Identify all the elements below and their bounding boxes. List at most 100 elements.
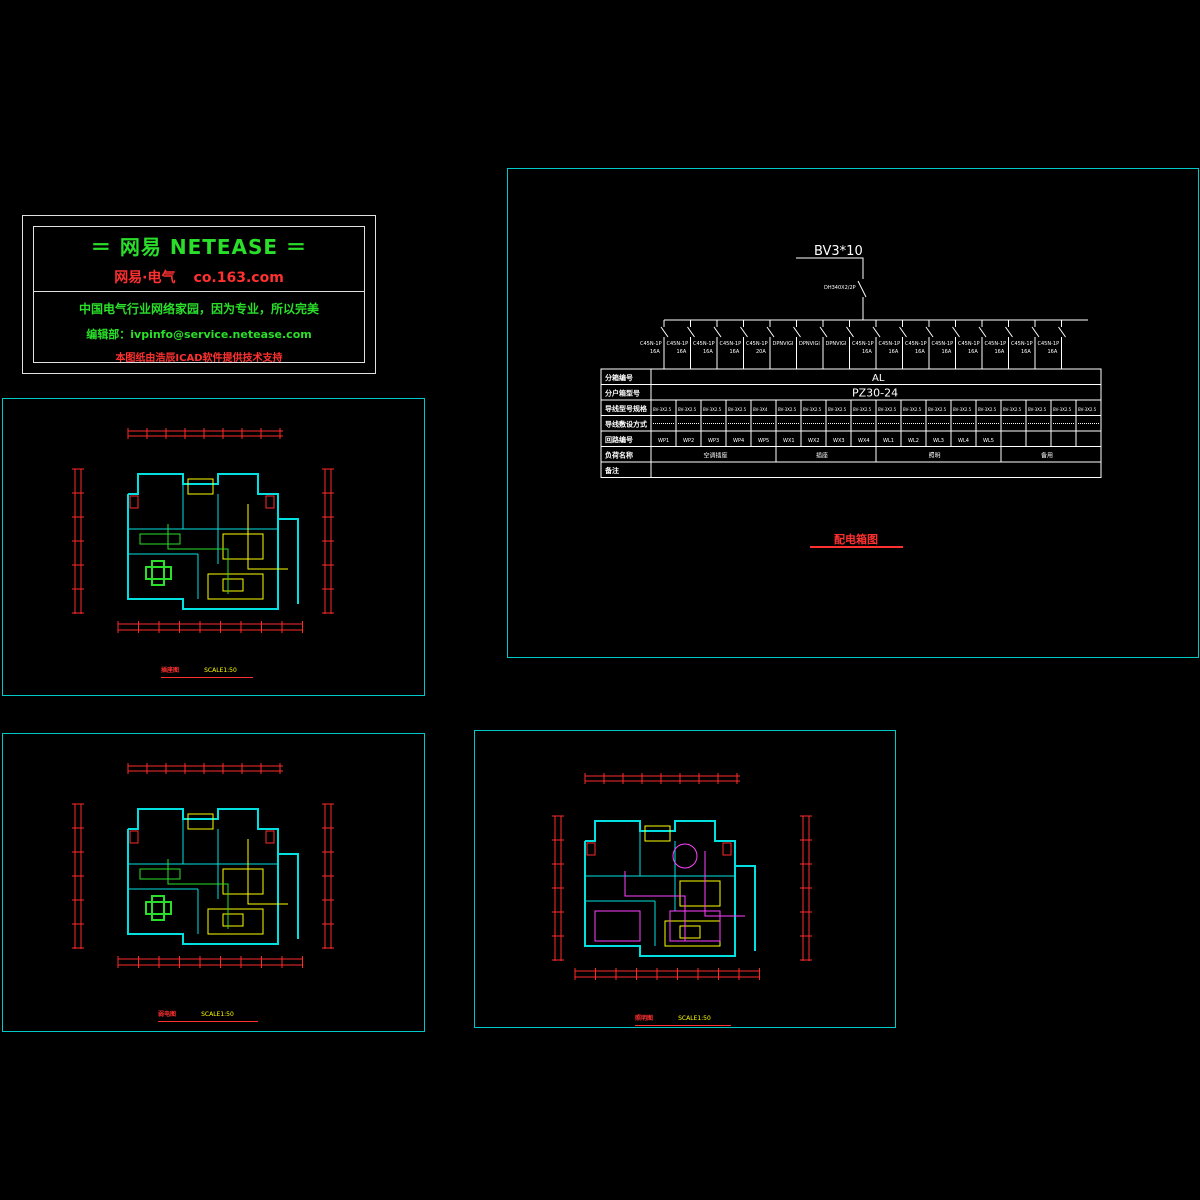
logo-subtitle: 网易·电气 co.163.com [34, 267, 364, 287]
breaker-blade [713, 326, 722, 338]
breaker-rating: 16A [677, 349, 687, 355]
weak-current-plan-caption: 弱电图 SCALE1:50 [158, 1001, 258, 1022]
logo-credit: 本图纸由浩辰ICAD软件提供技术支持 [115, 353, 283, 364]
outer-wall [584, 841, 756, 957]
breaker-rating: 16A [862, 349, 872, 355]
breaker-label: DPNVIGI [773, 341, 794, 347]
column [265, 495, 275, 509]
table-row-label: 分户箱型号 [605, 389, 640, 398]
weak-current-plan-panel: 弱电图 SCALE1:50 [2, 733, 425, 1032]
lighting-plan-scale: SCALE1:50 [678, 1015, 711, 1022]
schematic-drawing: BV3*10 DH340X2/2P C45N-1P16AC45N-1P16AC4… [600, 244, 1102, 548]
breaker-rating: 16A [703, 349, 713, 355]
table-circuit-id: WL1 [883, 438, 894, 444]
breaker-blade [1005, 326, 1013, 338]
breaker-blade [819, 326, 828, 338]
table-wire-spec: BV-3X2.5 [803, 407, 822, 412]
table-load-name: 照明 [929, 453, 941, 460]
logo-brand: 网易·电气 [114, 270, 176, 286]
breaker-rating: 16A [1021, 349, 1031, 355]
breaker-label: C45N-1P [958, 341, 980, 347]
table-box-id: AL [872, 373, 885, 384]
breaker-label: C45N-1P [693, 341, 715, 347]
table-circuit-id: WL2 [908, 438, 919, 444]
table-row-label: 负荷名称 [605, 451, 633, 460]
table-circuit-id: WX2 [808, 438, 820, 444]
column [129, 495, 139, 509]
breaker-label: C45N-1P [985, 341, 1007, 347]
weak-current-plan-caption-underline [158, 1021, 258, 1022]
main-switch-label: DH340X2/2P [824, 285, 856, 291]
outer-wall-top [128, 808, 279, 854]
breaker-rating: 16A [968, 349, 978, 355]
breaker-blade [872, 326, 881, 338]
table-wire-spec: BV-3X2.5 [978, 407, 997, 412]
bed [222, 533, 264, 560]
logo-divider [34, 291, 364, 292]
socket-plan-caption-underline [161, 677, 253, 678]
plan-content [72, 763, 334, 968]
breaker-rating: 16A [650, 349, 660, 355]
dining-table [145, 566, 172, 580]
coffee-table [222, 578, 244, 592]
coffee-table [679, 925, 701, 939]
table-wire-spec: BV-3X2.5 [678, 407, 697, 412]
breaker-label: C45N-1P [852, 341, 874, 347]
table-border [600, 368, 1102, 478]
breaker-group: C45N-1P 16A C45N-1P 16A C45N-1P 16A C45N-1P 16A… [640, 320, 1066, 369]
breaker-label: C45N-1P [932, 341, 954, 347]
breaker-rating: 16A [1048, 349, 1058, 355]
socket-plan-caption: 插座图 SCALE1:50 [161, 657, 253, 678]
breaker-blade [846, 326, 854, 338]
table-row-label: 回路编号 [605, 435, 633, 444]
outer-wall-top [128, 473, 279, 519]
lighting-plan-caption: 照明图 SCALE1:50 [635, 1005, 731, 1026]
logo-site: co.163.com [193, 270, 284, 286]
breaker-label: C45N-1P [905, 341, 927, 347]
table-circuit-id: WL4 [958, 438, 969, 444]
wiring-route [704, 851, 745, 917]
lighting-zone [669, 910, 721, 942]
lighting-plan-drawing [552, 773, 812, 980]
lighting-plan-panel: 照明图 SCALE1:50 [474, 730, 896, 1028]
breaker-label: C45N-1P [640, 341, 662, 347]
table-row-label: 备注 [604, 466, 619, 475]
table-wire-spec: BV-3X2.5 [1028, 407, 1047, 412]
lighting-loop [672, 843, 698, 869]
logo-title: ＝ 网易 NETEASE ＝ [90, 235, 308, 259]
plan-content [72, 428, 334, 633]
schematic-caption: 配电箱图 [834, 532, 878, 546]
wiring-route [247, 839, 288, 905]
table-load-name: 备用 [1041, 452, 1053, 460]
breaker-rating: 16A [889, 349, 899, 355]
table-circuit-id: WL3 [933, 438, 944, 444]
lighting-plan-caption-underline [635, 1025, 731, 1026]
table-wire-spec: BV-3X4 [753, 407, 768, 412]
column [265, 830, 275, 844]
breaker-label: DPNVIGI [799, 341, 820, 347]
cabinet [187, 478, 214, 495]
table-wire-spec: BV-3X2.5 [853, 407, 872, 412]
column [722, 842, 732, 856]
socket-plan-title: 插座图 [161, 667, 180, 674]
breaker-blade [766, 326, 775, 338]
column [129, 830, 139, 844]
breaker-blade [925, 326, 934, 338]
sofa [664, 920, 721, 947]
table-wire-spec: BV-3X2.5 [728, 407, 747, 412]
table-wire-spec: BV-3X2.5 [903, 407, 922, 412]
logo-email: 编辑部：ivpinfo@service.netease.com [86, 328, 312, 341]
breaker-blade [740, 326, 748, 338]
dining-chairs [151, 560, 165, 586]
weak-current-plan-drawing [72, 763, 334, 968]
supply-line [796, 257, 864, 279]
column [586, 842, 596, 856]
table-wire-spec: BV-3X2.5 [703, 407, 722, 412]
breaker-blade [899, 326, 907, 338]
plan-content [552, 773, 812, 980]
table-circuit-id: WP5 [758, 438, 769, 444]
table-box-model: PZ30-24 [852, 387, 898, 400]
cabinet [644, 825, 671, 842]
